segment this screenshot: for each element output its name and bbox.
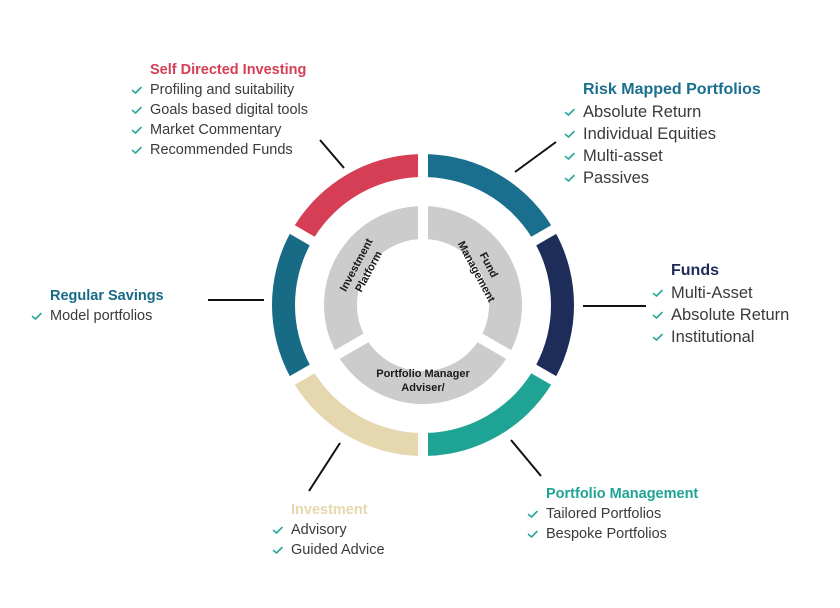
- connector-lines: [208, 139, 646, 492]
- item-list: Tailored Portfolios Bespoke Portfolios: [526, 504, 698, 544]
- item-label: Advisory: [291, 522, 347, 538]
- outer-segment-investment: [294, 373, 419, 456]
- check-icon: [526, 528, 540, 540]
- list-item: Model portfolios: [30, 306, 164, 326]
- check-icon: [130, 124, 144, 136]
- connector-self-directed: [319, 139, 345, 169]
- check-icon: [651, 309, 665, 321]
- item-list: Absolute Return Individual Equities Mult…: [563, 101, 761, 189]
- block-title: Investment: [291, 502, 368, 518]
- check-icon: [563, 150, 577, 162]
- list-item: Absolute Return: [651, 304, 789, 326]
- item-list: Model portfolios: [30, 306, 164, 326]
- list-item: Guided Advice: [271, 540, 385, 560]
- outer-ring: [271, 154, 574, 456]
- list-item: Passives: [563, 167, 761, 189]
- block-funds: Funds Multi-Asset Absolute Return Instit…: [651, 260, 789, 348]
- item-label: Absolute Return: [671, 306, 790, 324]
- item-label: Guided Advice: [291, 542, 385, 558]
- check-icon: [30, 310, 44, 322]
- item-label: Multi-Asset: [671, 284, 753, 302]
- check-icon: [651, 331, 665, 343]
- inner-segment-investment-platform: [323, 206, 419, 351]
- block-regular-savings: Regular Savings Model portfolios: [30, 286, 164, 326]
- check-icon: [563, 128, 577, 140]
- item-label: Model portfolios: [50, 308, 153, 324]
- list-item: Market Commentary: [130, 120, 308, 140]
- block-title: Self Directed Investing: [150, 62, 307, 78]
- list-item: Multi-asset: [563, 145, 761, 167]
- block-title: Funds: [671, 262, 719, 279]
- check-icon: [130, 144, 144, 156]
- item-label: Recommended Funds: [150, 142, 293, 158]
- inner-ring: [323, 206, 522, 405]
- block-investment: Investment Advisory Guided Advice: [271, 500, 385, 560]
- outer-segment-regular-savings: [271, 233, 310, 377]
- item-label: Market Commentary: [150, 122, 282, 138]
- list-item: Advisory: [271, 520, 385, 540]
- item-label: Individual Equities: [583, 125, 716, 143]
- item-list: Multi-Asset Absolute Return Institutiona…: [651, 282, 789, 348]
- list-item: Individual Equities: [563, 123, 761, 145]
- check-icon: [526, 508, 540, 520]
- outer-segment-risk-mapped: [427, 154, 552, 237]
- outer-segment-self-directed: [294, 154, 419, 237]
- connector-investment: [308, 442, 341, 492]
- block-title: Regular Savings: [50, 288, 164, 304]
- check-icon: [130, 84, 144, 96]
- outer-segment-portfolio-management: [427, 373, 552, 456]
- list-item: Goals based digital tools: [130, 100, 308, 120]
- block-title: Portfolio Management: [546, 486, 699, 502]
- list-item: Multi-Asset: [651, 282, 789, 304]
- check-icon: [651, 287, 665, 299]
- list-item: Absolute Return: [563, 101, 761, 123]
- check-icon: [271, 544, 285, 556]
- block-self-directed-investing: Self Directed Investing Profiling and su…: [130, 60, 308, 160]
- check-icon: [563, 172, 577, 184]
- block-title: Risk Mapped Portfolios: [583, 81, 761, 98]
- item-label: Profiling and suitability: [150, 82, 295, 98]
- block-risk-mapped-portfolios: Risk Mapped Portfolios Absolute Return I…: [563, 79, 761, 189]
- connector-portfolio-management: [510, 439, 542, 477]
- inner-segment-fund-management: [427, 206, 522, 351]
- item-label: Institutional: [671, 328, 755, 346]
- list-item: Institutional: [651, 326, 789, 348]
- item-label: Absolute Return: [583, 103, 702, 121]
- item-label: Tailored Portfolios: [546, 506, 662, 522]
- inner-segment-portfolio-manager-adviser: [339, 342, 507, 405]
- block-portfolio-management: Portfolio Management Tailored Portfolios…: [526, 484, 698, 544]
- item-label: Goals based digital tools: [150, 102, 308, 118]
- item-list: Advisory Guided Advice: [271, 520, 385, 560]
- list-item: Tailored Portfolios: [526, 504, 698, 524]
- item-label: Multi-asset: [583, 147, 663, 165]
- list-item: Profiling and suitability: [130, 80, 308, 100]
- connector-risk-mapped: [514, 141, 557, 173]
- list-item: Recommended Funds: [130, 140, 308, 160]
- check-icon: [130, 104, 144, 116]
- item-label: Bespoke Portfolios: [546, 526, 667, 542]
- check-icon: [563, 106, 577, 118]
- item-label: Passives: [583, 169, 650, 187]
- list-item: Bespoke Portfolios: [526, 524, 698, 544]
- item-list: Profiling and suitability Goals based di…: [130, 80, 308, 160]
- outer-segment-funds: [536, 233, 574, 377]
- check-icon: [271, 524, 285, 536]
